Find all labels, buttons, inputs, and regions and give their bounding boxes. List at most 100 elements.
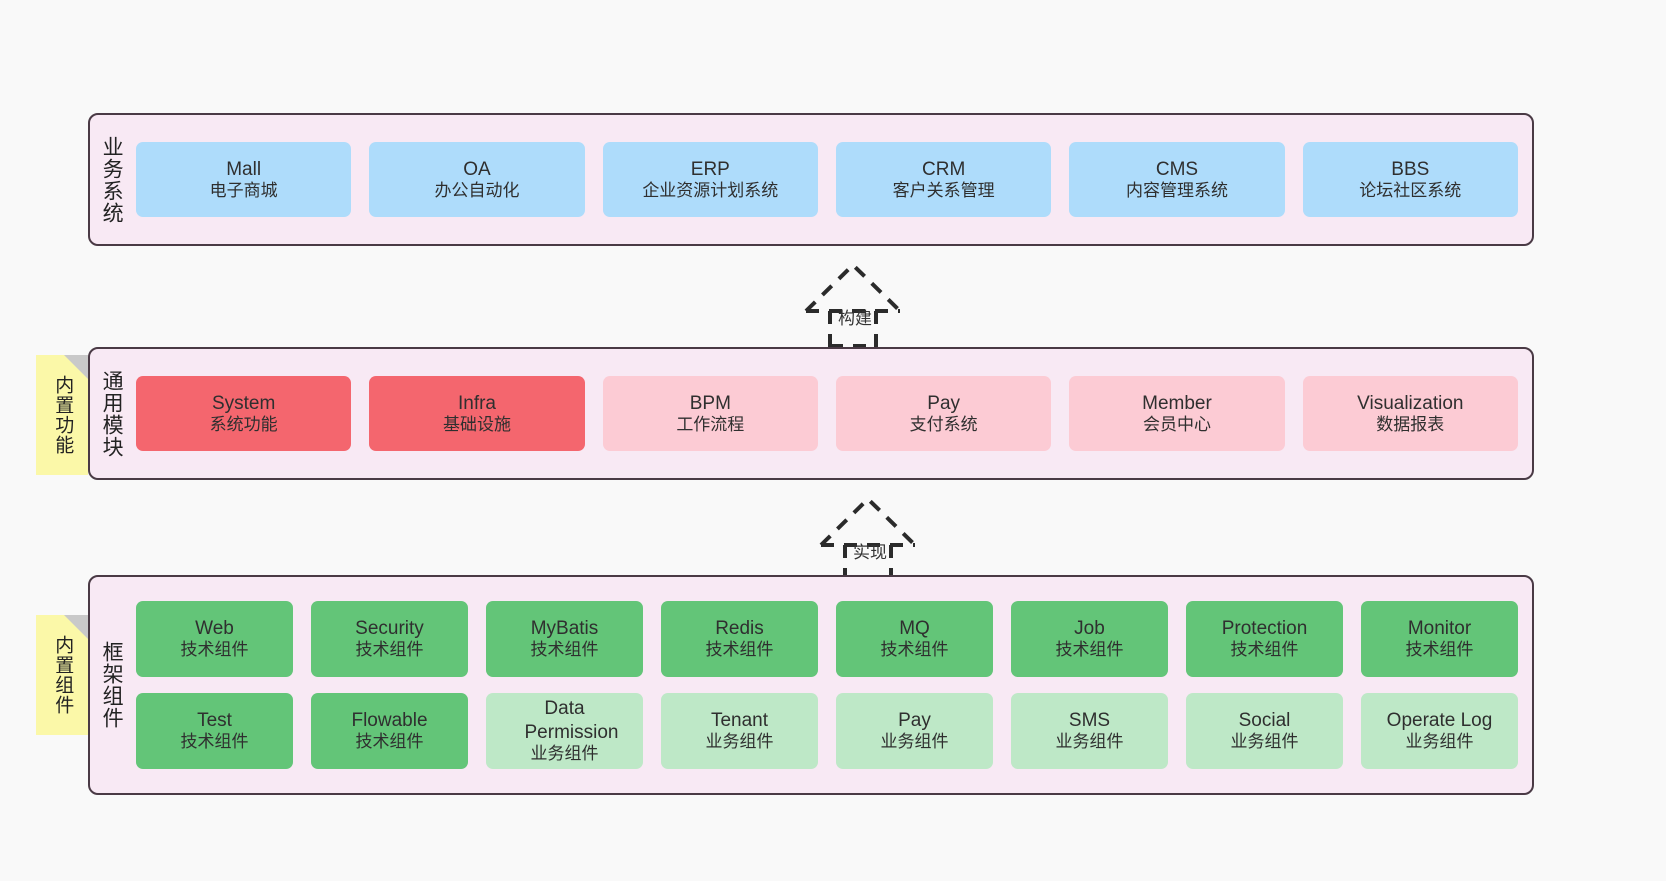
card-subtitle: 技术组件 <box>1405 640 1474 660</box>
card-data-permission[interactable]: Data Permission 业务组件 <box>486 693 643 769</box>
card-title: Infra <box>457 392 496 414</box>
card-flowable[interactable]: Flowable 技术组件 <box>311 693 468 769</box>
card-title: CRM <box>922 158 966 180</box>
card-row: Mall 电子商城 OA 办公自动化 ERP 企业资源计划系统 CRM 客户关系… <box>136 142 1518 217</box>
card-title: Flowable <box>351 710 428 732</box>
card-subtitle: 技术组件 <box>355 732 424 752</box>
card-title: Redis <box>715 618 764 640</box>
card-sms[interactable]: SMS 业务组件 <box>1011 693 1168 769</box>
card-subtitle: 技术组件 <box>1230 640 1299 660</box>
card-title: Monitor <box>1407 618 1472 640</box>
card-title: Job <box>1074 618 1105 640</box>
layer-common-modules: 通用模块 System 系统功能 Infra 基础设施 BPM 工作流程 Pay… <box>88 347 1534 480</box>
page-fold-icon <box>64 615 88 639</box>
card-title: Pay <box>898 710 931 732</box>
card-subtitle: 技术组件 <box>180 732 249 752</box>
card-bbs[interactable]: BBS 论坛社区系统 <box>1302 142 1518 217</box>
card-crm[interactable]: CRM 客户关系管理 <box>835 142 1052 217</box>
card-title: Mall <box>226 158 262 180</box>
page-fold-icon <box>64 355 88 379</box>
connector-implement: 实现 <box>773 492 963 582</box>
layer-framework-components: 框架组件 Web 技术组件 Security 技术组件 MyBatis 技术组件… <box>88 575 1534 795</box>
card-title: SMS <box>1068 710 1111 732</box>
card-subtitle: 技术组件 <box>705 640 774 660</box>
sticky-note-builtin-features: 内置功能 <box>36 355 88 475</box>
layer-body-business-systems: Mall 电子商城 OA 办公自动化 ERP 企业资源计划系统 CRM 客户关系… <box>132 115 1532 244</box>
card-subtitle: 技术组件 <box>1055 640 1124 660</box>
card-subtitle: 技术组件 <box>355 640 424 660</box>
card-subtitle: 数据报表 <box>1376 414 1445 434</box>
card-title: BPM <box>689 392 731 414</box>
card-web[interactable]: Web 技术组件 <box>136 601 293 677</box>
card-title: Operate Log <box>1386 710 1493 732</box>
sticky-note-label: 内置组件 <box>52 635 74 715</box>
card-protection[interactable]: Protection 技术组件 <box>1186 601 1343 677</box>
card-title: Security <box>355 618 424 640</box>
card-erp[interactable]: ERP 企业资源计划系统 <box>602 142 818 217</box>
card-mybatis[interactable]: MyBatis 技术组件 <box>486 601 643 677</box>
card-subtitle: 业务组件 <box>1055 732 1124 752</box>
card-subtitle: 企业资源计划系统 <box>642 180 779 200</box>
card-security[interactable]: Security 技术组件 <box>311 601 468 677</box>
card-title: OA <box>463 158 491 180</box>
card-row-business: Test 技术组件 Flowable 技术组件 Data Permission … <box>136 693 1518 769</box>
card-subtitle: 技术组件 <box>180 640 249 660</box>
sticky-note-builtin-components: 内置组件 <box>36 615 88 735</box>
layer-title-framework-components: 框架组件 <box>100 641 124 729</box>
card-title: Tenant <box>710 710 769 732</box>
card-row: System 系统功能 Infra 基础设施 BPM 工作流程 Pay 支付系统… <box>136 376 1518 451</box>
card-monitor[interactable]: Monitor 技术组件 <box>1361 601 1518 677</box>
card-subtitle: 工作流程 <box>676 414 745 434</box>
card-subtitle: 业务组件 <box>705 732 774 752</box>
card-title: MyBatis <box>530 618 599 640</box>
card-oa[interactable]: OA 办公自动化 <box>369 142 585 217</box>
implement-arrow-icon <box>819 496 917 582</box>
card-title: Social <box>1238 710 1291 732</box>
card-title: MQ <box>899 618 930 640</box>
connector-implement-label: 实现 <box>853 543 887 562</box>
card-subtitle: 内容管理系统 <box>1125 180 1228 200</box>
layer-body-framework-components: Web 技术组件 Security 技术组件 MyBatis 技术组件 Redi… <box>132 577 1532 793</box>
card-test[interactable]: Test 技术组件 <box>136 693 293 769</box>
card-title: BBS <box>1391 158 1430 180</box>
card-subtitle: 论坛社区系统 <box>1359 180 1462 200</box>
card-mall[interactable]: Mall 电子商城 <box>136 142 352 217</box>
card-title: Member <box>1142 392 1212 414</box>
card-subtitle: 系统功能 <box>209 414 278 434</box>
card-subtitle: 业务组件 <box>530 743 599 763</box>
build-arrow-icon <box>804 262 902 348</box>
card-title: Test <box>197 710 232 732</box>
card-system[interactable]: System 系统功能 <box>136 376 352 451</box>
card-social[interactable]: Social 业务组件 <box>1186 693 1343 769</box>
connector-build: 构建 <box>758 258 948 348</box>
card-subtitle: 办公自动化 <box>434 180 520 200</box>
layer-title-common-modules: 通用模块 <box>100 369 124 458</box>
card-bpm[interactable]: BPM 工作流程 <box>602 376 818 451</box>
card-redis[interactable]: Redis 技术组件 <box>661 601 818 677</box>
card-cms[interactable]: CMS 内容管理系统 <box>1069 142 1285 217</box>
card-pay-business[interactable]: Pay 业务组件 <box>836 693 993 769</box>
card-title: CMS <box>1155 158 1199 180</box>
card-title: System <box>211 392 276 414</box>
card-tenant[interactable]: Tenant 业务组件 <box>661 693 818 769</box>
card-infra[interactable]: Infra 基础设施 <box>369 376 585 451</box>
card-subtitle: 技术组件 <box>530 640 599 660</box>
sticky-note-label: 内置功能 <box>52 375 74 455</box>
card-title: Visualization <box>1357 392 1464 414</box>
card-member[interactable]: Member 会员中心 <box>1069 376 1285 451</box>
connector-build-label: 构建 <box>838 309 872 328</box>
card-subtitle: 业务组件 <box>880 732 949 752</box>
card-row-technical: Web 技术组件 Security 技术组件 MyBatis 技术组件 Redi… <box>136 601 1518 677</box>
card-operate-log[interactable]: Operate Log 业务组件 <box>1361 693 1518 769</box>
card-title: Protection <box>1221 618 1308 640</box>
card-visualization[interactable]: Visualization 数据报表 <box>1302 376 1518 451</box>
card-subtitle: 会员中心 <box>1142 414 1211 434</box>
card-subtitle: 业务组件 <box>1405 732 1474 752</box>
card-job[interactable]: Job 技术组件 <box>1011 601 1168 677</box>
card-pay[interactable]: Pay 支付系统 <box>835 376 1052 451</box>
card-title: ERP <box>690 158 730 180</box>
card-mq[interactable]: MQ 技术组件 <box>836 601 993 677</box>
card-subtitle: 技术组件 <box>880 640 949 660</box>
card-subtitle: 业务组件 <box>1230 732 1299 752</box>
